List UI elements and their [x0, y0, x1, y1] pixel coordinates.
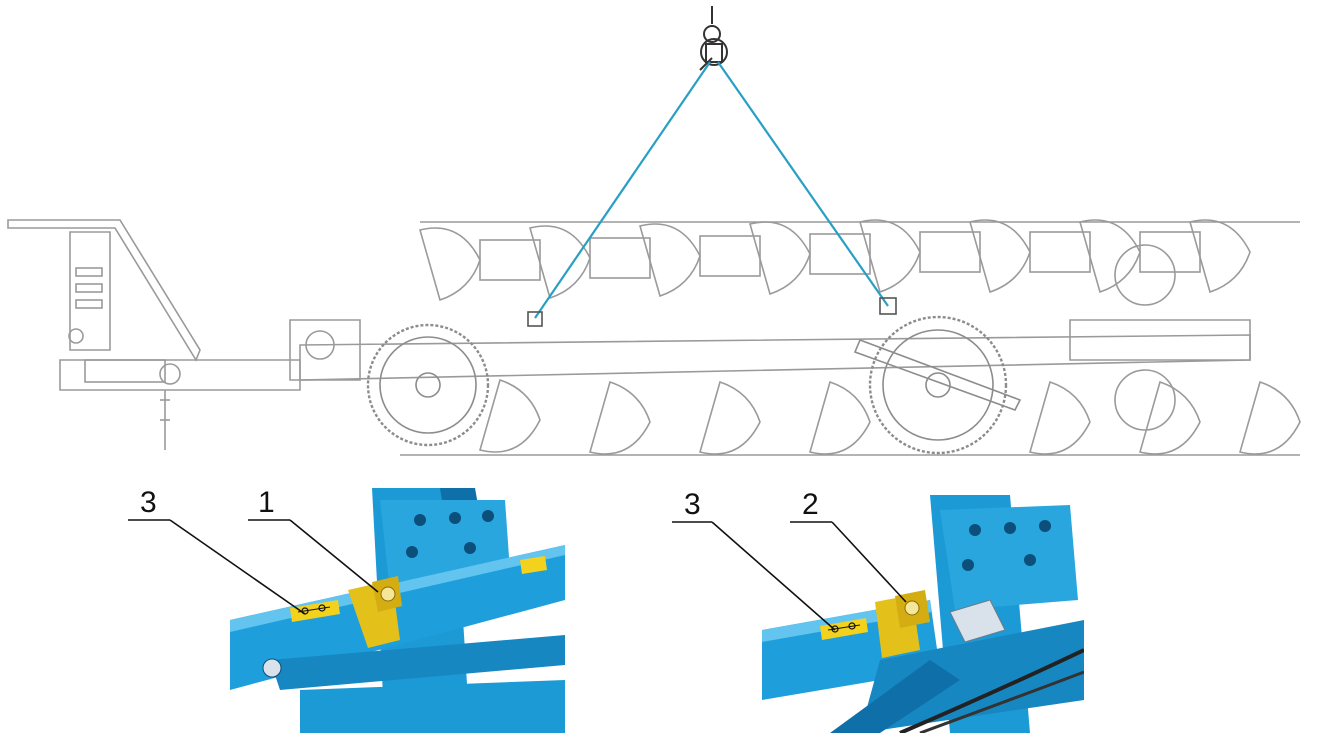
- rear-wheel: [853, 315, 1022, 455]
- crane-hook-icon: [699, 6, 728, 71]
- front-lifting-point: [527, 311, 543, 327]
- plough-bodies-lower: [400, 378, 1301, 456]
- lifting-symbol-sticker-icon: [290, 600, 340, 622]
- left-callouts: [128, 519, 379, 615]
- callout-3-left: 3: [140, 486, 157, 519]
- callout-1: 1: [258, 486, 275, 519]
- headstock: [7, 219, 301, 450]
- main-beam: [289, 319, 1251, 381]
- front-wheel: [366, 323, 490, 447]
- coulter-discs: [1114, 244, 1176, 431]
- right-callouts: [672, 521, 907, 631]
- plough-overview-drawing: [7, 6, 1301, 456]
- left-detail-photo: [230, 488, 565, 733]
- plough-bodies-upper: [419, 219, 1300, 302]
- lifting-slings: [534, 61, 889, 319]
- callout-2: 2: [802, 488, 819, 521]
- rear-lifting-point: [879, 297, 897, 315]
- callout-3-right: 3: [684, 488, 701, 521]
- right-detail-photo: [762, 495, 1084, 733]
